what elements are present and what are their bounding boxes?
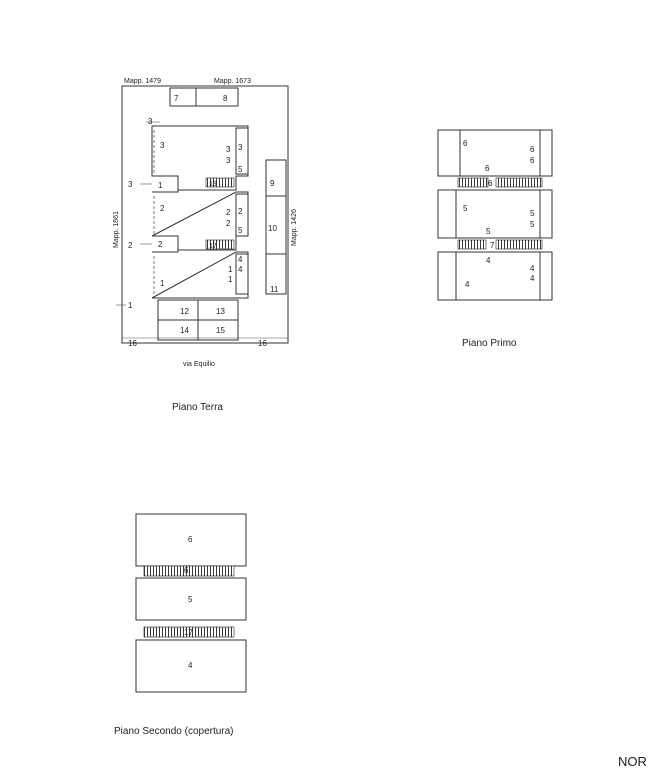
unit-label-10: 10	[268, 224, 277, 233]
ff-unit-label-4-r1: 4	[530, 264, 535, 273]
unit-label-2-r1: 2	[226, 208, 231, 217]
caption-second-floor: Piano Secondo (copertura)	[114, 726, 234, 737]
roof-section-4	[135, 639, 247, 693]
sf-unit-label-4: 4	[188, 661, 193, 670]
unit-label-2-r2: 2	[238, 207, 243, 216]
ff-unit-label-4-center: 4	[486, 256, 491, 265]
unit-label-4-r1: 4	[238, 255, 243, 264]
parcel-label-top-left: Mapp. 1479	[124, 78, 161, 85]
first-floor-stairs-lower-right	[495, 239, 543, 250]
ff-unit-label-6-left: 6	[463, 139, 468, 148]
unit-label-15: 15	[216, 326, 225, 335]
unit-label-8: 8	[223, 94, 228, 103]
parcel-label-left: Mapp. 1661	[113, 211, 120, 248]
unit-label-2-r3: 2	[226, 219, 231, 228]
sf-unit-label-6: 6	[188, 535, 193, 544]
roof-section-5	[135, 577, 247, 621]
sf-unit-label-6-stairs: 6	[184, 566, 189, 575]
parcel-label-top-right: Mapp. 1673	[214, 78, 251, 85]
ff-unit-label-4-left: 4	[465, 280, 470, 289]
first-floor-plan	[437, 129, 553, 301]
unit-label-1-r1: 1	[228, 265, 233, 274]
ff-unit-label-5-center: 5	[486, 227, 491, 236]
unit-label-2-notch: 2	[158, 240, 163, 249]
unit-label-5-r2: 5	[238, 226, 243, 235]
unit-label-16-right: 16	[258, 339, 267, 348]
unit-label-3-r3: 3	[226, 156, 231, 165]
roof-stairs-lower	[143, 626, 235, 638]
ff-unit-label-7: 7	[490, 241, 495, 250]
second-floor-plan	[135, 513, 247, 693]
sf-unit-label-5: 5	[188, 595, 193, 604]
unit-label-3-top: 3	[148, 117, 153, 126]
second-floor-labels: 6 6 5 17 4	[184, 535, 193, 670]
stairs-17	[205, 239, 235, 250]
unit-label-3-notch: 1	[158, 181, 163, 190]
unit-7-8-block	[169, 87, 239, 107]
unit-label-3-r2: 3	[238, 143, 243, 152]
ff-unit-label-5-r1: 5	[530, 209, 535, 218]
unit-label-1-r2: 1	[228, 275, 233, 284]
unit-label-16-left: 16	[128, 339, 137, 348]
ff-unit-label-6-r1: 6	[530, 145, 535, 154]
corner-text-nor: NOR	[618, 754, 647, 769]
first-floor-stairs-upper-right	[495, 177, 543, 188]
ff-unit-label-5-r2: 5	[530, 220, 535, 229]
ff-unit-label-4-r2: 4	[530, 274, 535, 283]
unit-label-1-outside: 1	[128, 301, 133, 310]
unit-label-4-r2: 4	[238, 265, 243, 274]
unit-label-13: 13	[216, 307, 225, 316]
unit-label-3-outside: 3	[128, 180, 133, 189]
unit-label-2-outside: 2	[128, 241, 133, 250]
unit-label-2-left: 2	[160, 204, 165, 213]
stairs-label-19: 19	[209, 181, 217, 188]
ff-unit-label-6-r2: 6	[530, 156, 535, 165]
lot-outline	[121, 85, 289, 344]
ground-floor-labels: 7 8 3 3 3 3 3 5 3 1 19 9 2 2 2 2 5 10 2 …	[128, 94, 279, 348]
first-floor-stairs-upper-left	[457, 177, 489, 188]
parcel-label-right: Mapp. 1426	[291, 209, 298, 246]
unit-label-5-r: 5	[238, 165, 243, 174]
unit-label-1-left: 1	[160, 279, 165, 288]
stairs-label-17: 17	[209, 243, 217, 250]
main-building-outline	[151, 125, 249, 299]
unit-label-7: 7	[174, 94, 179, 103]
ff-unit-label-5-left: 5	[463, 204, 468, 213]
first-floor-outline	[437, 129, 553, 301]
stairs-19	[205, 177, 235, 188]
unit-label-3-r1: 3	[226, 145, 231, 154]
ff-unit-label-6-stairs: 6	[488, 179, 493, 188]
annex-building-9-10-11	[265, 159, 287, 295]
unit-label-9: 9	[270, 179, 275, 188]
street-label: via Equilio	[183, 361, 215, 368]
ff-unit-label-6-center: 6	[485, 164, 490, 173]
caption-ground-floor: Piano Terra	[172, 402, 223, 413]
ground-floor-plan	[116, 85, 289, 344]
first-floor-labels: 6 6 6 6 6 5 5 5 5 7 4 4 4 4	[463, 139, 535, 289]
caption-first-floor: Piano Primo	[462, 338, 517, 349]
sf-unit-label-17: 17	[184, 628, 193, 637]
unit-label-12: 12	[180, 307, 189, 316]
unit-label-14: 14	[180, 326, 189, 335]
first-floor-stairs-lower-left	[457, 239, 487, 250]
unit-label-3-left: 3	[160, 141, 165, 150]
roof-stairs-upper	[143, 565, 235, 577]
unit-label-11: 11	[270, 285, 279, 294]
